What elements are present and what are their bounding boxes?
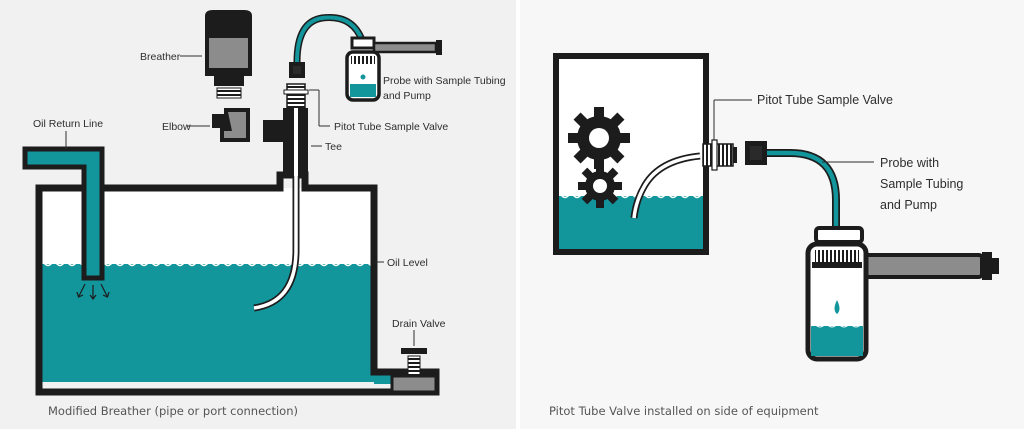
label-probe-line-2: and Pump [383, 90, 431, 102]
label-probe-right-line-3: and Pump [880, 198, 937, 212]
drain-valve [390, 348, 438, 394]
caption-left: Modified Breather (pipe or port connecti… [48, 404, 298, 418]
probe-pump-right [805, 226, 999, 362]
gear-large-icon [568, 107, 630, 169]
elbow [212, 108, 250, 142]
label-pitot-valve-right: Pitot Tube Sample Valve [757, 93, 893, 107]
pitot-sample-valve-right [702, 139, 737, 171]
label-tee: Tee [325, 141, 342, 153]
tank-oil [39, 264, 374, 382]
label-probe-right-line-1: Probe with [880, 156, 939, 170]
label-drain-valve: Drain Valve [392, 318, 446, 330]
label-pitot-valve-left: Pitot Tube Sample Valve [334, 121, 448, 133]
label-oil-return-line: Oil Return Line [33, 118, 103, 130]
label-probe-right-line-2: Sample Tubing [880, 177, 963, 191]
breather [205, 10, 252, 99]
pitot-tube-inner [253, 176, 298, 310]
sample-tubing-left [295, 15, 364, 63]
label-breather: Breather [140, 51, 181, 63]
probe-pump-left [345, 36, 442, 102]
pitot-tube-right [632, 154, 701, 219]
sample-tubing-right [767, 150, 839, 230]
label-probe-line-1: Probe with Sample Tubing [383, 75, 506, 87]
leader-lines-right [713, 99, 874, 163]
pitot-sample-valve-left [283, 83, 309, 176]
label-oil-level: Oil Level [387, 257, 428, 269]
panel-divider [516, 0, 520, 429]
oil-return-line [22, 146, 110, 300]
caption-right: Pitot Tube Valve installed on side of eq… [549, 404, 819, 418]
equipment-oil [556, 196, 706, 252]
gear-small-icon [578, 164, 622, 208]
leader-lines-left [65, 55, 415, 346]
label-elbow: Elbow [162, 121, 191, 133]
